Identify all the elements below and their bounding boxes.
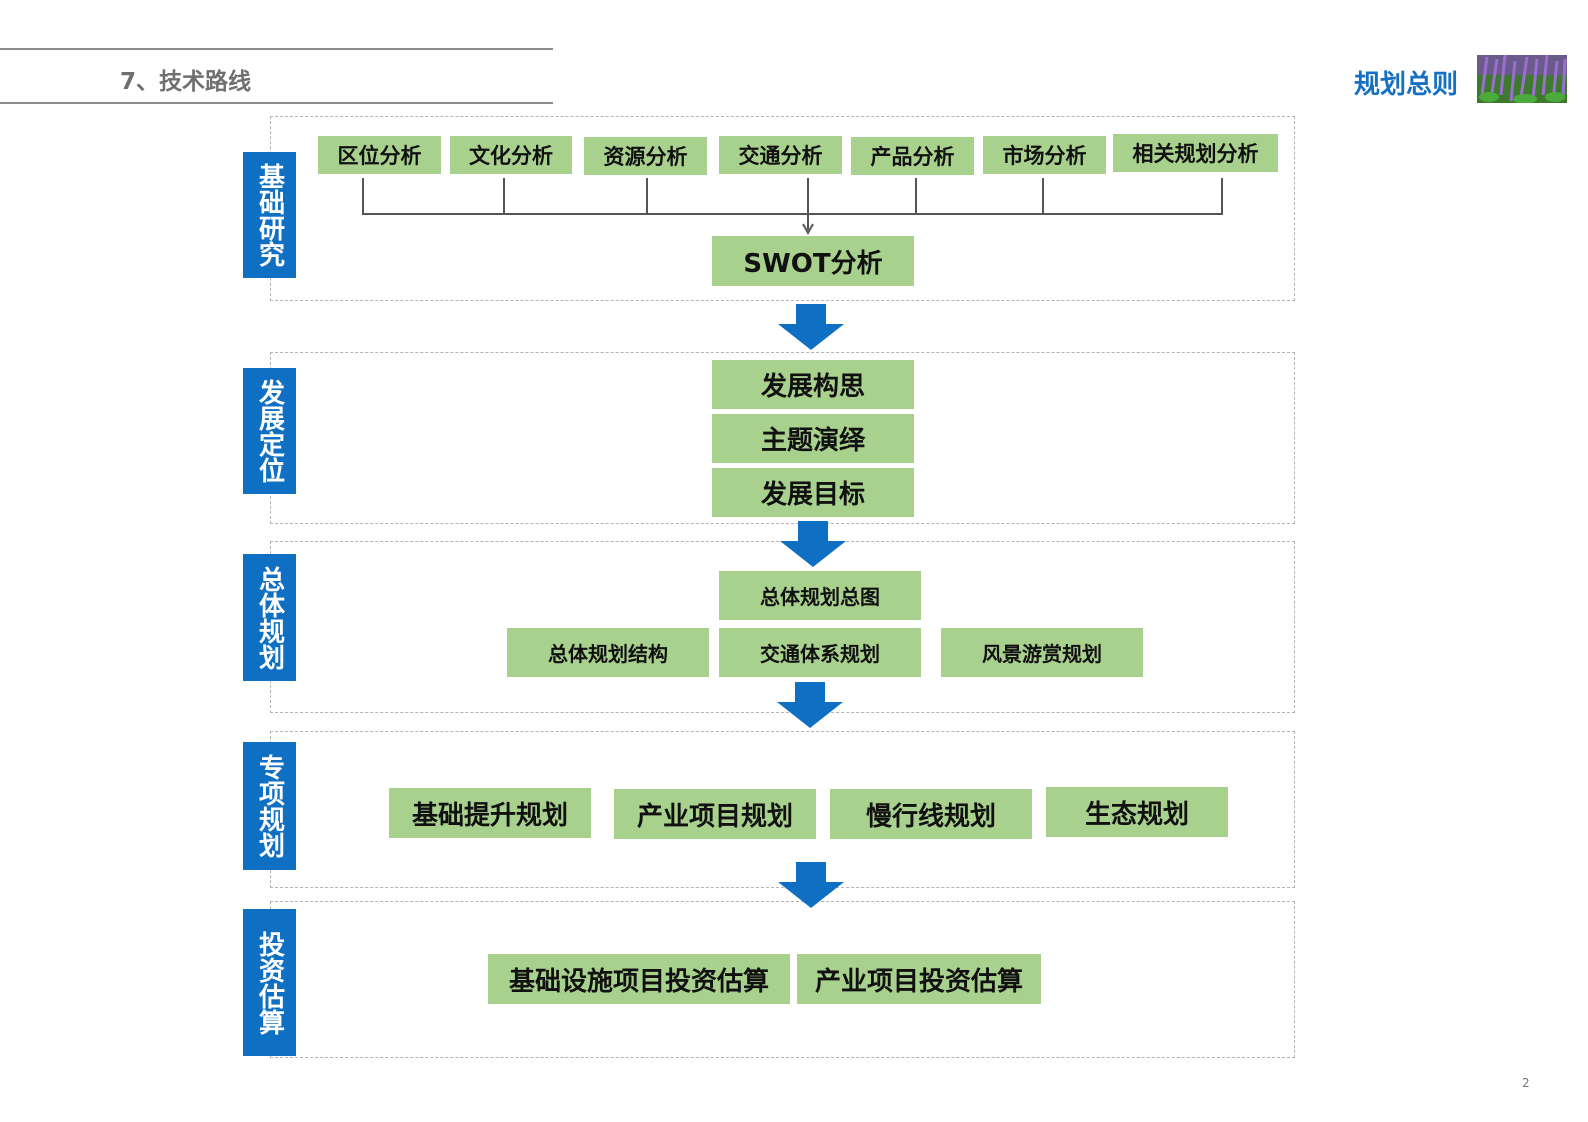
stage-label-special-plan: 专项规划: [243, 742, 296, 870]
stage-label-text: 投资估算: [254, 930, 285, 1035]
analysis-connector: [362, 178, 1223, 236]
header-bottom-rule: [0, 102, 553, 104]
analysis-box-location: 区位分析: [318, 136, 441, 174]
analysis-box-culture: 文化分析: [450, 136, 572, 174]
down-arrow-icon: [778, 862, 844, 908]
stage-label-text: 基础研究: [254, 163, 285, 267]
special-plan-box-ecology: 生态规划: [1046, 787, 1228, 837]
master-plan-box-structure: 总体规划结构: [507, 628, 709, 677]
master-plan-box-scenic: 风景游赏规划: [941, 628, 1143, 677]
page-title: 7、技术路线: [120, 69, 252, 95]
down-arrow-icon: [780, 521, 846, 567]
stage-label-research: 基础研究: [243, 152, 296, 278]
analysis-box-resource: 资源分析: [584, 137, 707, 175]
stage-label-master-plan: 总体规划: [243, 554, 296, 681]
analysis-box-transport: 交通分析: [719, 136, 842, 174]
special-plan-box-infrastructure: 基础提升规划: [389, 788, 591, 838]
master-plan-box-overall-map: 总体规划总图: [719, 571, 921, 620]
investment-box-infrastructure: 基础设施项目投资估算: [488, 954, 790, 1004]
header-top-rule: [0, 48, 553, 50]
positioning-box-concept: 发展构思: [712, 360, 914, 409]
master-plan-box-transport: 交通体系规划: [719, 628, 921, 677]
down-arrow-icon: [777, 682, 843, 728]
lavender-photo: [1477, 55, 1567, 103]
stage-label-investment: 投资估算: [243, 909, 296, 1056]
analysis-box-product: 产品分析: [851, 137, 974, 175]
stage-label-text: 总体规划: [254, 565, 285, 670]
analysis-box-market: 市场分析: [983, 136, 1106, 174]
special-plan-box-industry: 产业项目规划: [614, 789, 816, 839]
down-arrow-icon: [778, 304, 844, 350]
page-number: 2: [1522, 1076, 1530, 1090]
investment-box-industry: 产业项目投资估算: [797, 954, 1041, 1004]
swot-box: SWOT分析: [712, 236, 914, 286]
analysis-box-related-planning: 相关规划分析: [1113, 134, 1278, 172]
positioning-box-goal: 发展目标: [712, 468, 914, 517]
stage-label-positioning: 发展定位: [243, 368, 296, 494]
stage-label-text: 发展定位: [254, 379, 285, 483]
stage-label-text: 专项规划: [254, 754, 285, 858]
brand-title: 规划总则: [1354, 70, 1459, 100]
positioning-box-theme: 主题演绎: [712, 414, 914, 463]
special-plan-box-slow-traffic: 慢行线规划: [830, 789, 1032, 839]
